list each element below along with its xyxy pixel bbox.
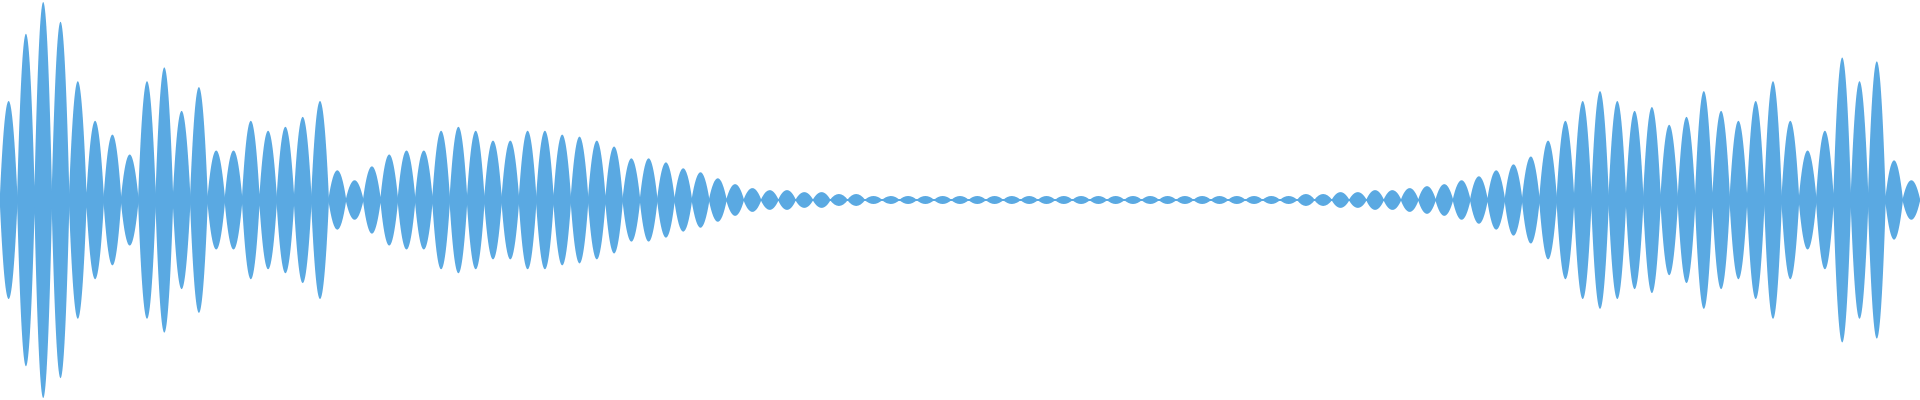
waveform-blip (17, 33, 35, 367)
waveform-baseline (0, 199, 1920, 201)
